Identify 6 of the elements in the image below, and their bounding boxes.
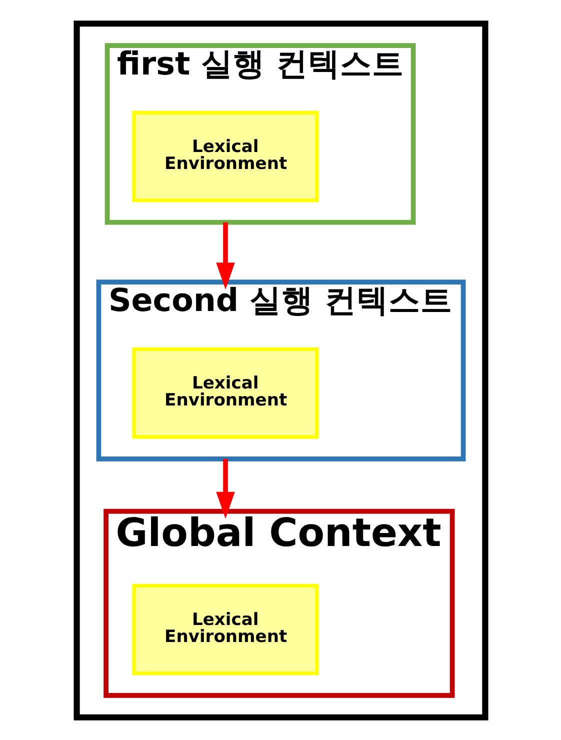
node-box: Lexical Environment: [132, 346, 318, 438]
node-box: Lexical Environment: [132, 583, 318, 675]
arrow: [216, 458, 234, 518]
node-box: Lexical Environment: [132, 110, 318, 202]
arrow: [216, 222, 234, 289]
cluster: [73, 20, 488, 720]
